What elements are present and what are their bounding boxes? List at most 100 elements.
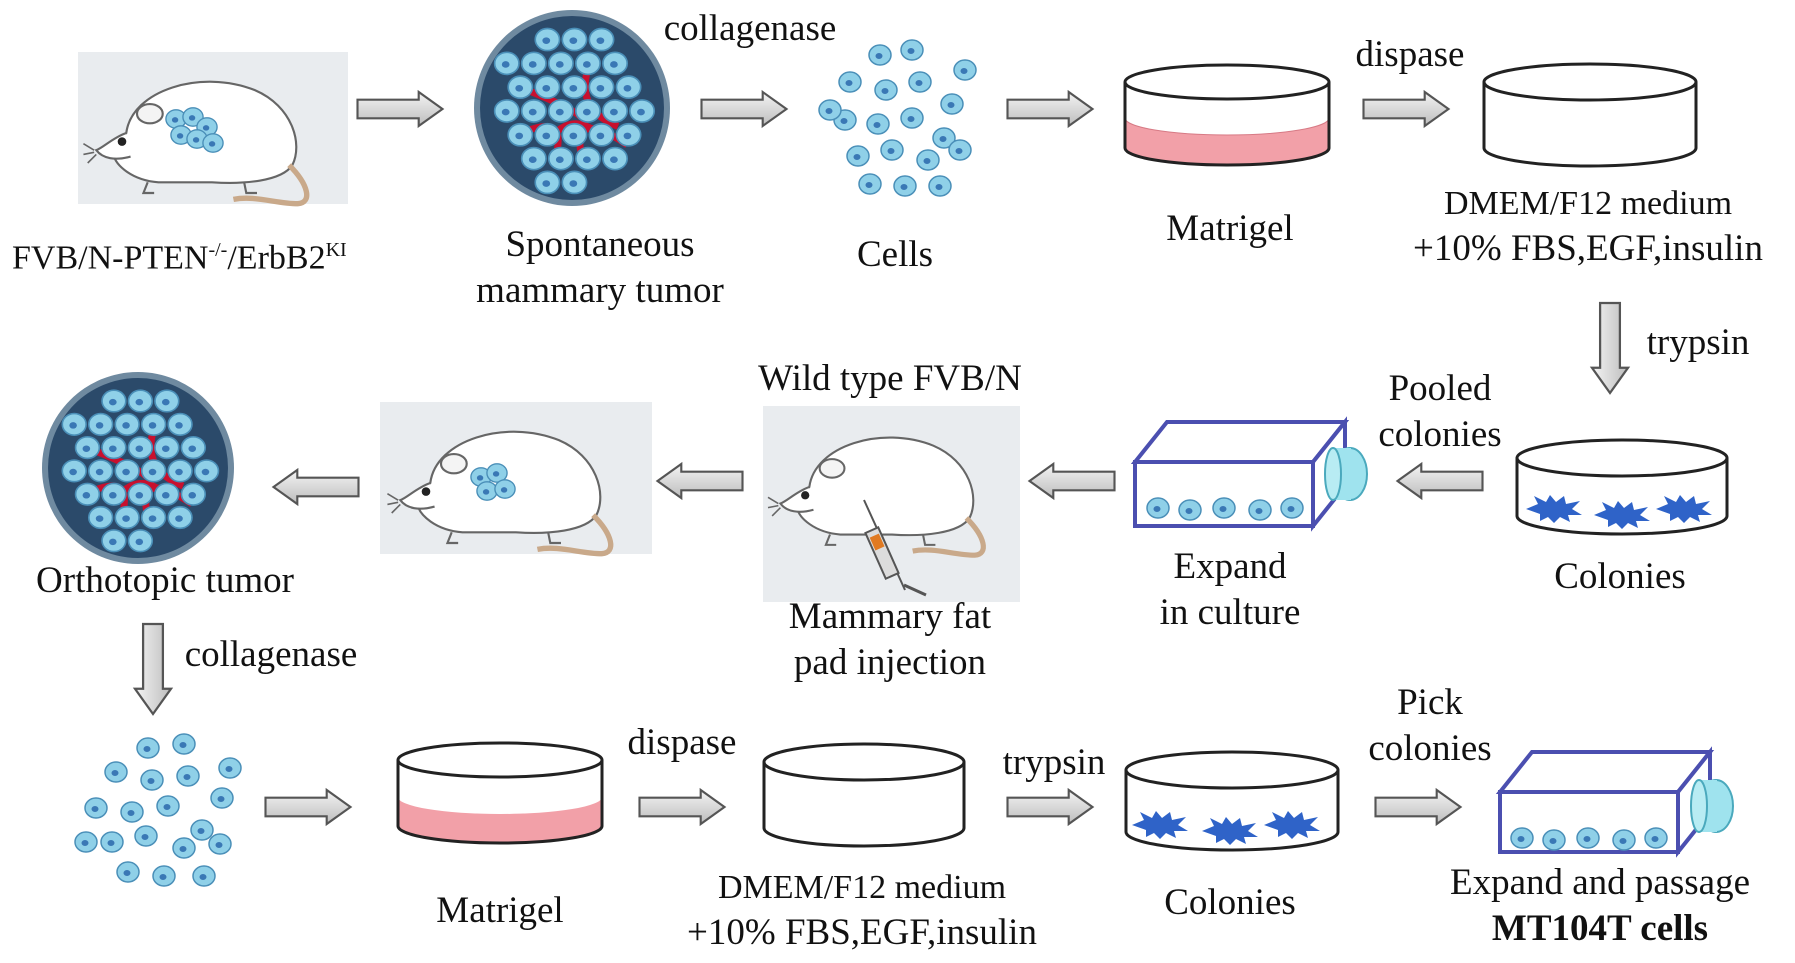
tumor-cell: [493, 99, 520, 123]
tumor-cell: [602, 51, 629, 76]
dissociated-cells-image: [818, 39, 977, 197]
tumor-cell: [101, 529, 127, 553]
orthotopic-tumor-label: Orthotopic tumor: [36, 560, 294, 601]
tumor-cell: [602, 99, 629, 123]
tumor-cell: [588, 75, 615, 100]
single-cell: [874, 79, 898, 101]
arrow-6: [1028, 462, 1116, 500]
single-cell: [893, 175, 917, 197]
culture-flask-bottom: [1495, 746, 1734, 858]
tumor-cell: [534, 75, 561, 100]
single-cell: [838, 71, 862, 93]
tumor-cell: [547, 51, 574, 76]
colony-1: [1526, 495, 1582, 523]
recipient-mouse-image: [380, 402, 652, 554]
tumor-cell: [140, 505, 167, 530]
tumor-cell: [574, 146, 601, 171]
tumor-cell: [167, 505, 193, 530]
tumor-cell: [167, 459, 193, 483]
orthotopic-tumor-image: [42, 372, 234, 564]
tumor-cell: [615, 122, 642, 147]
arrow-1: [356, 90, 444, 128]
single-cell: [953, 59, 977, 81]
single-cell: [218, 757, 242, 779]
tumor-cell: [87, 505, 114, 530]
tumor-cell: [127, 482, 154, 506]
collagenase-label-left: collagenase: [184, 634, 358, 675]
tumor-cell: [167, 412, 193, 436]
tumor-cell: [602, 146, 629, 171]
single-cell: [136, 737, 160, 759]
tumor-cell: [114, 505, 140, 530]
trypsin-label-right: trypsin: [1646, 322, 1750, 363]
colonies-label-bottom: Colonies: [1164, 882, 1296, 923]
dispase-label-top: dispase: [1355, 34, 1465, 75]
arrow-2: [700, 90, 788, 128]
tumor-cell: [87, 459, 114, 483]
tumor-cell: [193, 459, 220, 483]
single-cell: [190, 819, 214, 841]
culture-flask-mid: [1130, 416, 1368, 532]
tumor-cell: [101, 389, 127, 413]
single-cell: [100, 831, 124, 853]
single-cell: [84, 797, 108, 819]
arrow-9: [264, 788, 352, 826]
tumor-cell: [561, 27, 588, 52]
single-cell: [880, 139, 904, 161]
arrow-8: [272, 468, 360, 506]
arrow-5: [1396, 462, 1484, 500]
tumor-cell: [534, 170, 561, 195]
single-cell: [120, 801, 144, 823]
collagenase-label-top: collagenase: [663, 8, 837, 49]
matrigel-dish-bottom: [396, 741, 604, 845]
tumor-cell: [534, 122, 561, 147]
colonies-dish-mid: [1515, 438, 1729, 536]
single-cell: [176, 765, 200, 787]
single-cell: [152, 865, 176, 887]
single-cell: [940, 93, 964, 115]
single-cell: [156, 795, 180, 817]
arrow-11: [1006, 788, 1094, 826]
tumor-cell: [154, 389, 180, 413]
tumor-cell: [588, 27, 615, 52]
tumor-cell: [101, 435, 127, 460]
tumor-cell: [534, 27, 561, 52]
single-cell: [866, 113, 890, 135]
tumor-cell: [574, 51, 601, 76]
single-cell: [916, 149, 940, 171]
single-cell: [928, 175, 952, 197]
medium-dish-top: [1482, 62, 1698, 168]
tumor-cell: [127, 435, 154, 460]
expand-passage-label: Expand and passage: [1449, 862, 1750, 903]
injection-mouse-image: [763, 406, 1020, 602]
single-cell: [140, 769, 164, 791]
syringe-icon: [863, 499, 927, 597]
arrow-4: [1362, 90, 1450, 128]
medium-label-top: DMEM/F12 medium+10% FBS,EGF,insulin: [1413, 185, 1763, 269]
tumor-cell: [574, 99, 601, 123]
single-cell: [134, 825, 158, 847]
tumor-cell: [615, 75, 642, 100]
matrigel-label-top: Matrigel: [1166, 208, 1294, 249]
tumor-cell: [629, 99, 656, 123]
tumor-cell: [154, 482, 180, 506]
single-cell: [858, 173, 882, 195]
tumor-cell: [114, 459, 140, 483]
single-cell: [210, 787, 234, 809]
medium-label-bottom: DMEM/F12 medium+10% FBS,EGF,insulin: [687, 869, 1037, 953]
tumor-cell: [140, 459, 167, 483]
single-cell: [172, 837, 196, 859]
tumor-cell: [127, 529, 154, 553]
tumor-cell: [180, 482, 207, 506]
tumor-cell: [520, 51, 547, 76]
single-cell: [948, 139, 972, 161]
tumor-cell: [61, 459, 87, 483]
matrigel-dish-top: [1123, 63, 1331, 167]
single-cell: [104, 761, 128, 783]
tumor-cell: [547, 99, 574, 123]
